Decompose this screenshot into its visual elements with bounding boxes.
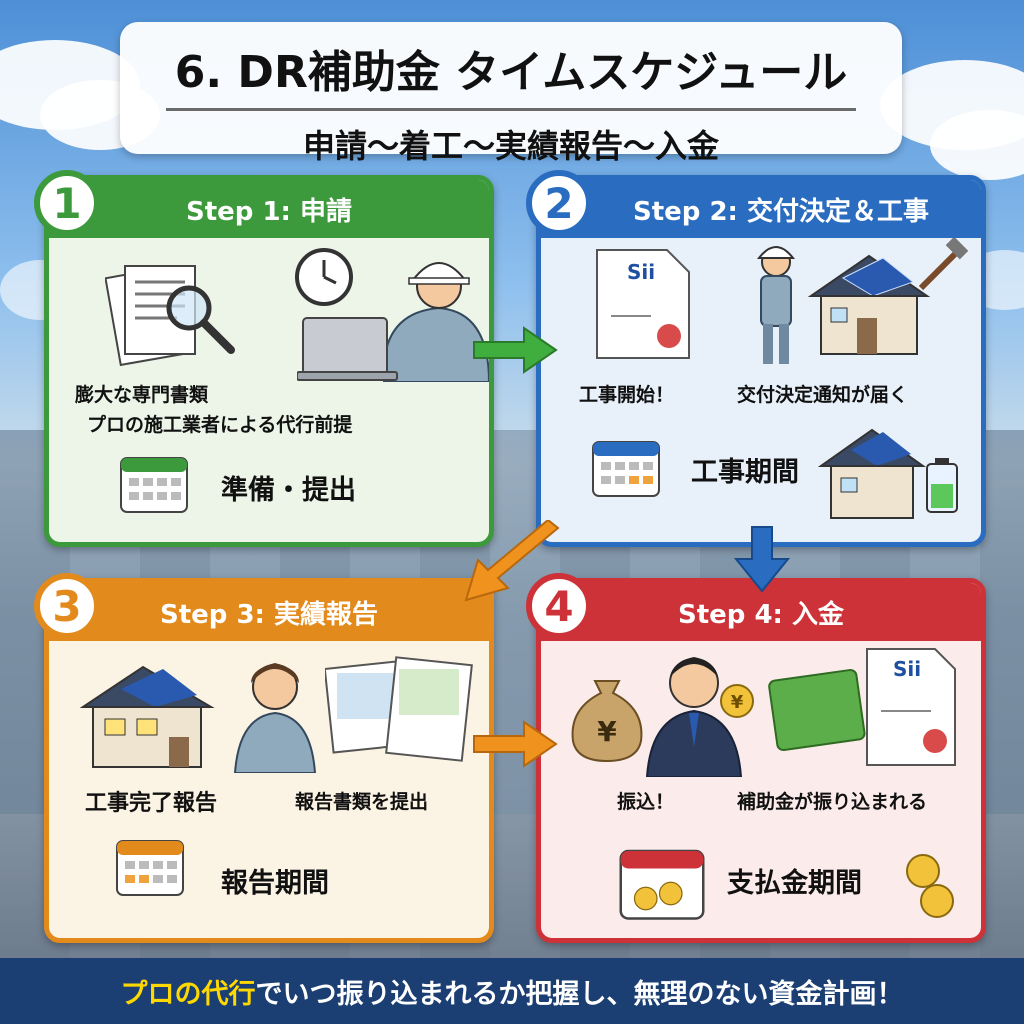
- step-2-text-start: 工事開始！: [579, 384, 675, 406]
- step-4-text-received: 補助金が振り込まれる: [737, 791, 928, 813]
- businessman-icon: [645, 657, 743, 777]
- arrow-step1-to-step2: [473, 326, 558, 374]
- calendar-icon: [619, 849, 705, 920]
- house-solar-icon: [817, 428, 927, 519]
- step-3-badge: 3: [34, 573, 100, 639]
- step-4-period: 支払金期間: [727, 868, 862, 899]
- worker-icon: [756, 246, 796, 364]
- step-2-card: Step 2: 交付決定＆工事 Sii 工事開始！ 交付決定通知が届く: [536, 175, 986, 547]
- step-4-card: Step 4: 入金 ¥ ¥ Sii 振込！ 補助金が振り込まれる: [536, 578, 986, 943]
- step-4-heading: Step 4: 入金: [541, 583, 981, 641]
- tools-icon: [918, 238, 969, 291]
- step-2-text-notice: 交付決定通知が届く: [737, 384, 909, 406]
- step-4-text-transfer: 振込！: [617, 791, 675, 813]
- calendar-icon: [120, 457, 188, 513]
- footer-text: でいつ振り込まれるか把握し、無理のない資金計画！: [255, 978, 904, 1010]
- laptop-icon: [297, 317, 398, 381]
- bankbook-icon: [768, 669, 866, 752]
- footer-highlight: プロの代行: [120, 978, 256, 1010]
- yen-coin-icon: ¥: [720, 684, 754, 718]
- svg-text:¥: ¥: [731, 692, 744, 713]
- clock-icon: [295, 248, 353, 306]
- money-bag-icon: ¥: [571, 680, 643, 763]
- arrow-step3-to-step4: [473, 720, 558, 768]
- step-1-period: 準備・提出: [221, 475, 356, 506]
- magnifier-icon: [166, 285, 235, 354]
- calendar-icon: [116, 840, 184, 896]
- step-3-card: Step 3: 実績報告 工事完了報告 報告書類を提出: [44, 578, 494, 943]
- photo-icon: [325, 656, 473, 762]
- yen-coin-icon: [906, 854, 954, 918]
- step-3-text-report: 工事完了報告: [85, 791, 218, 816]
- step-1-badge: 1: [34, 170, 100, 236]
- step-2-doc-logo: Sii: [627, 260, 656, 284]
- certificate-icon: [596, 249, 690, 359]
- footer-banner: プロの代行でいつ振り込まれるか把握し、無理のない資金計画！: [0, 958, 1024, 1024]
- step-4-badge: 4: [526, 573, 592, 639]
- step-3-text-submit: 報告書類を提出: [295, 791, 429, 813]
- svg-text:¥: ¥: [597, 715, 617, 748]
- title-divider: [166, 108, 856, 111]
- worker-icon: [233, 663, 317, 773]
- arrow-step2-to-step4: [733, 526, 791, 593]
- step-1-text-agent: プロの施工業者による代行前提: [87, 414, 353, 436]
- step-1-text-documents: 膨大な専門書類: [75, 384, 209, 406]
- certificate-icon: [866, 648, 956, 766]
- step-3-period: 報告期間: [221, 868, 329, 899]
- house-solar-icon: [79, 665, 215, 768]
- arrow-step2-to-step3: [464, 520, 560, 602]
- step-1-heading: Step 1: 申請: [49, 180, 489, 238]
- step-3-heading: Step 3: 実績報告: [49, 583, 489, 641]
- step-1-card: Step 1: 申請: [44, 175, 494, 547]
- worker-icon: [383, 262, 489, 382]
- step-2-heading: Step 2: 交付決定＆工事: [541, 180, 981, 238]
- battery-icon: [926, 458, 958, 513]
- calendar-icon: [592, 441, 660, 497]
- page-subtitle: 申請〜着工〜実績報告〜入金: [302, 127, 719, 165]
- step-2-badge: 2: [526, 170, 592, 236]
- page-title: 6. DR補助金 タイムスケジュール: [174, 47, 848, 98]
- step-2-period: 工事期間: [691, 457, 799, 488]
- title-box: 6. DR補助金 タイムスケジュール 申請〜着工〜実績報告〜入金: [120, 22, 902, 165]
- step-4-doc-logo: Sii: [893, 657, 922, 681]
- house-solar-icon: [807, 254, 931, 355]
